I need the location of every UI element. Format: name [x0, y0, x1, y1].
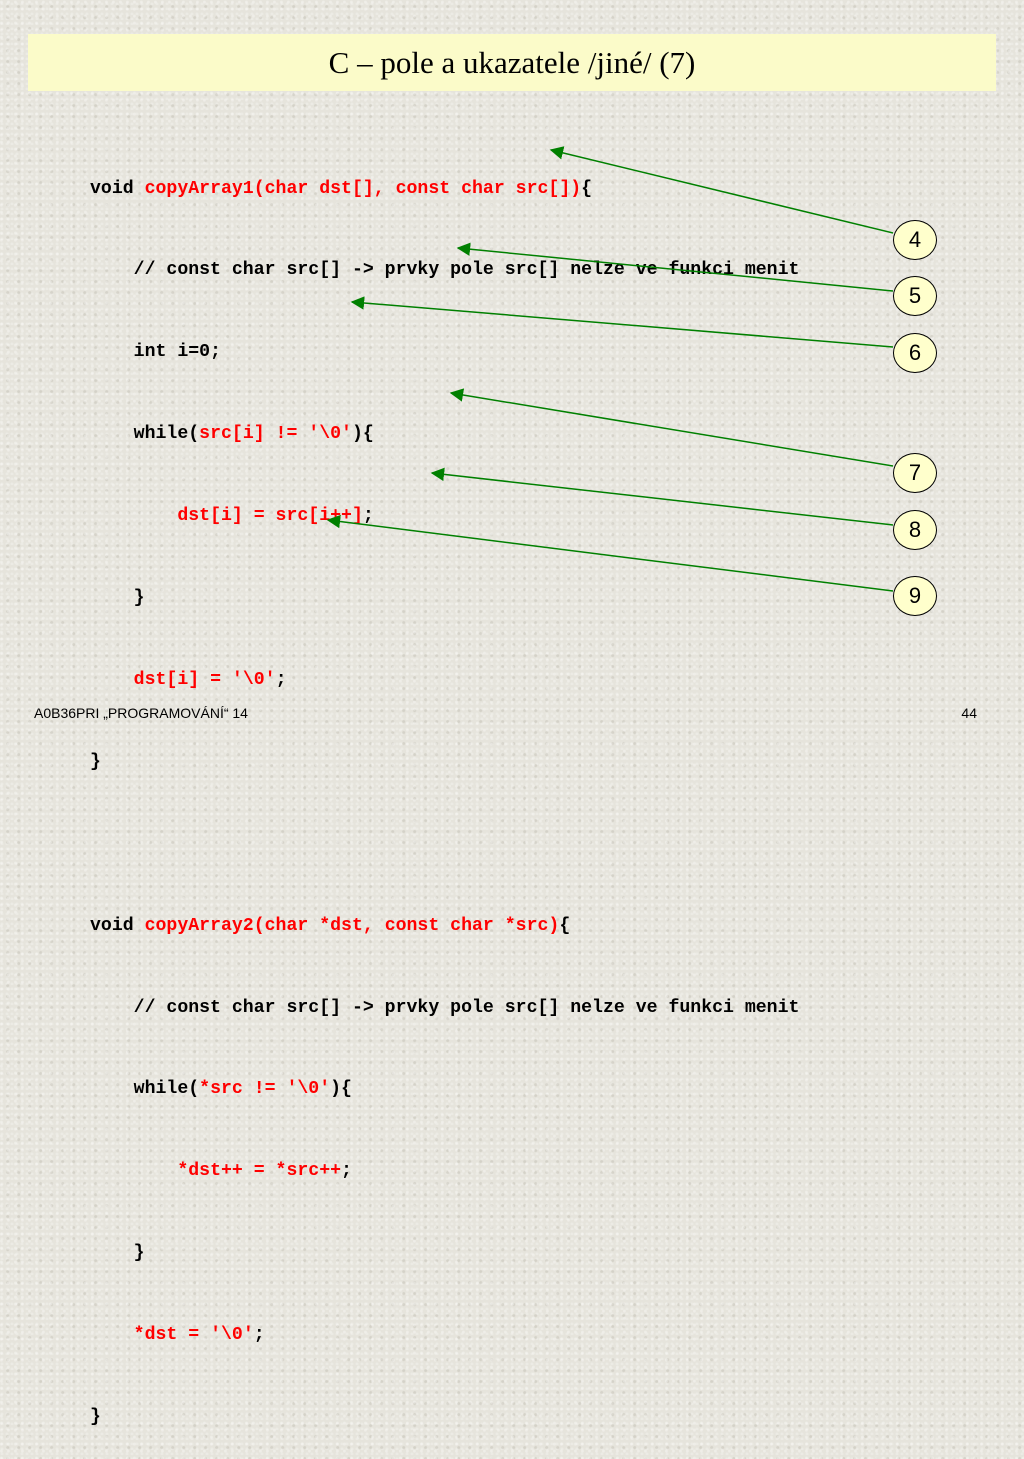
code-line: dst[i] = src[i++];	[90, 503, 799, 530]
title-bar: C – pole a ukazatele /jiné/ (7)	[28, 34, 996, 91]
code-highlight: copyArray1(char dst[], const char src[])	[144, 178, 582, 199]
code-line: // const char src[] -> prvky pole src[] …	[90, 260, 800, 281]
code-highlight: *dst++ = *src++	[177, 1161, 342, 1182]
code-keyword: void	[90, 178, 145, 199]
code-text: ;	[275, 669, 287, 690]
code-highlight: *dst = '\0'	[133, 1325, 254, 1346]
code-text: ){	[351, 424, 374, 445]
callout-badge-5: 5	[893, 276, 937, 316]
code-text: while(	[90, 424, 200, 445]
code-text: ;	[253, 1325, 265, 1346]
callout-badge-8: 8	[893, 510, 937, 550]
footer-course-label: A0B36PRI „PROGRAMOVÁNÍ“ 14	[34, 705, 248, 721]
callout-badge-6: 6	[893, 333, 937, 373]
code-line: }	[90, 751, 101, 772]
footer-page-number: 44	[961, 705, 977, 721]
code-highlight: copyArray2(char *dst, const char *src)	[144, 915, 560, 936]
code-text	[90, 1325, 134, 1345]
code-line: int i=0;	[90, 342, 221, 363]
code-highlight: *src != '\0'	[199, 1079, 331, 1100]
code-blank-line	[90, 831, 799, 858]
code-text: {	[559, 915, 571, 936]
slide-title: C – pole a ukazatele /jiné/ (7)	[328, 45, 696, 80]
code-text: ;	[362, 506, 374, 527]
code-highlight: dst[i] = '\0'	[133, 669, 276, 690]
code-text: while(	[90, 1079, 200, 1100]
code-text: ){	[330, 1079, 352, 1100]
code-line: while(*src != '\0'){	[90, 1076, 799, 1103]
code-line: *dst++ = *src++;	[90, 1158, 799, 1185]
code-line: while(src[i] != '\0'){	[90, 421, 799, 448]
code-line: // const char src[] -> prvky pole src[] …	[90, 997, 800, 1018]
code-text	[90, 1161, 177, 1181]
code-line: void copyArray1(char dst[], const char s…	[90, 176, 799, 203]
code-line: }	[90, 1406, 101, 1427]
callout-badge-7: 7	[893, 453, 937, 493]
code-text	[90, 506, 177, 526]
code-text	[90, 670, 134, 690]
code-text: {	[581, 178, 593, 199]
callout-badge-4: 4	[893, 220, 937, 260]
callout-badge-9: 9	[893, 576, 937, 616]
code-keyword: void	[90, 915, 145, 936]
code-line: *dst = '\0';	[90, 1322, 799, 1349]
code-highlight: dst[i] = src[i++]	[177, 506, 363, 527]
code-line: void copyArray2(char *dst, const char *s…	[90, 913, 799, 940]
code-line: dst[i] = '\0';	[90, 667, 799, 694]
code-highlight: src[i] != '\0'	[199, 424, 352, 445]
code-text: ;	[341, 1161, 352, 1182]
code-listing: void copyArray1(char dst[], const char s…	[90, 121, 799, 1459]
code-line: }	[90, 1243, 145, 1264]
code-line: }	[90, 588, 145, 609]
